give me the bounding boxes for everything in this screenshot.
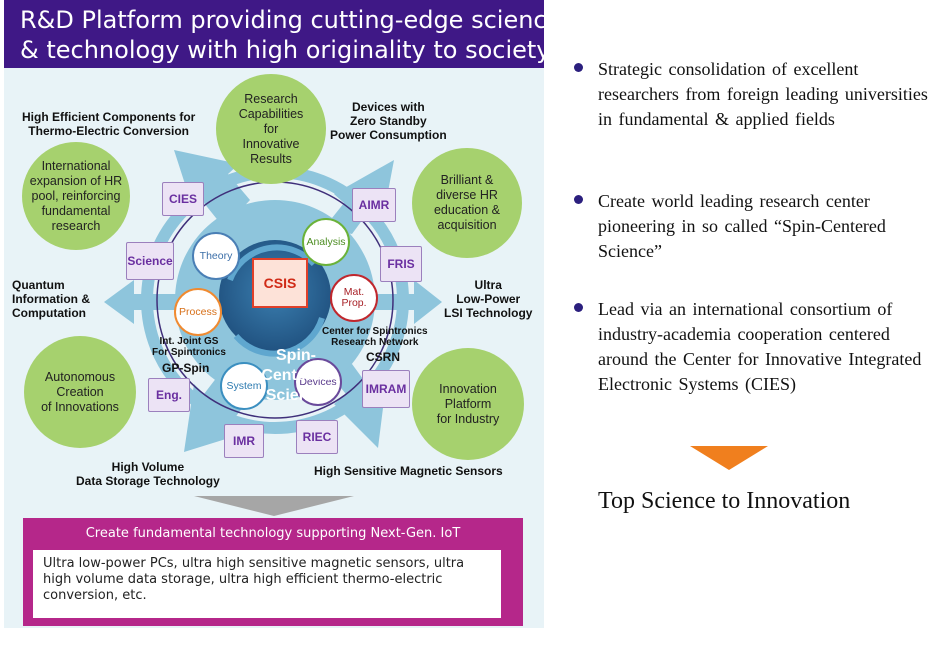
- label-csrn-sub: Center for Spintronics Research Network: [322, 326, 428, 348]
- bullet-text: Lead via an international consortium of …: [598, 299, 922, 394]
- box-imr: IMR: [224, 424, 264, 458]
- bubble-innovation-platform: Innovation Platform for Industry: [412, 348, 524, 460]
- label-standby: Devices with Zero Standby Power Consumpt…: [330, 100, 447, 142]
- label-csrn-main: CSRN: [366, 350, 401, 364]
- iot-body: Ultra low-power PCs, ultra high sensitiv…: [43, 556, 465, 603]
- box-aimr: AIMR: [352, 188, 396, 222]
- header-line-1: R&D Platform providing cutting-edge scie…: [20, 6, 562, 34]
- label-storage: High Volume Data Storage Technology: [76, 460, 220, 488]
- box-fris: FRIS: [380, 246, 422, 282]
- circle-devices: Devices: [294, 358, 342, 406]
- circle-theory: Theory: [192, 232, 240, 280]
- grey-down-arrow: [194, 496, 354, 516]
- arrow-left: [104, 280, 204, 324]
- swirl-arrow-bottom: [233, 317, 325, 357]
- bubble-autonomous: Autonomous Creation of Innovations: [24, 336, 136, 448]
- circle-process: Process: [174, 288, 222, 336]
- orange-down-arrow-icon: [690, 446, 768, 470]
- bullet-text: Strategic consolidation of excellent res…: [598, 59, 928, 129]
- circle-analysis: Analysis: [302, 218, 350, 266]
- bullet-dot-icon: [574, 63, 583, 72]
- bubble-research: Research Capabilities for Innovative Res…: [216, 74, 326, 184]
- box-imram: IMRAM: [362, 370, 410, 408]
- bubble-international: International expansion of HR pool, rein…: [22, 142, 130, 250]
- label-gp-main: GP-Spin: [162, 361, 210, 375]
- label-quantum: Quantum Information & Computation: [12, 278, 90, 320]
- bullet-text: Create world leading research center pio…: [598, 191, 886, 261]
- diagram-panel: Research Capabilities for Innovative Res…: [4, 68, 544, 628]
- box-cies: CIES: [162, 182, 204, 216]
- iot-body-panel: Ultra low-power PCs, ultra high sensitiv…: [33, 550, 501, 618]
- label-sensors: High Sensitive Magnetic Sensors: [314, 464, 503, 478]
- label-thermo: High Efficient Components for Thermo-Ele…: [22, 110, 196, 138]
- box-eng: Eng.: [148, 378, 190, 412]
- iot-title: Create fundamental technology supporting…: [85, 526, 461, 541]
- box-riec: RIEC: [296, 420, 338, 454]
- circle-system: System: [220, 362, 268, 410]
- label-lsi: Ultra Low-Power LSI Technology: [444, 278, 533, 320]
- bullet-dot-icon: [574, 195, 583, 204]
- box-csis: CSIS: [252, 258, 308, 308]
- conclusion-text: Top Science to Innovation: [598, 488, 851, 514]
- box-science: Science: [126, 242, 174, 280]
- label-gp-sub: Int. Joint GS For Spintronics: [152, 336, 226, 358]
- header-banner: R&D Platform providing cutting-edge scie…: [4, 0, 561, 68]
- circle-matprop: Mat. Prop.: [330, 274, 378, 322]
- center-spin-text: Spin- Centered Science: [261, 347, 331, 404]
- bubble-brilliant: Brilliant & diverse HR education & acqui…: [412, 148, 522, 258]
- iot-box: Create fundamental technology supporting…: [23, 518, 523, 626]
- bullet-dot-icon: [574, 303, 583, 312]
- header-line-2: & technology with high originality to so…: [20, 36, 551, 64]
